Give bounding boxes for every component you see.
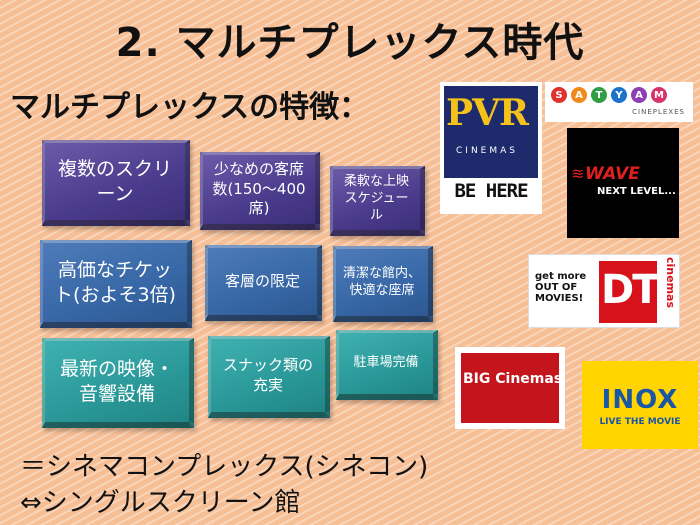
satyam-letter: Y [611, 87, 627, 103]
dt-logo-slogan: get more OUT OF MOVIES! [535, 271, 587, 304]
contrast-line-single-screen: ⇔シングルスクリーン館 [20, 488, 301, 518]
wave-cinemas-logo: ≋ WAVE NEXT LEVEL... [567, 128, 679, 238]
feature-tile-label: 柔軟な上映スケジュール [343, 174, 409, 223]
satyam-letter: T [591, 87, 607, 103]
big-cinemas-logo: BIG Cinemas [455, 347, 565, 429]
slide-subtitle: マルチプレックスの特徴： [10, 90, 370, 125]
feature-tile-label: 最新の映像・音響設備 [59, 357, 174, 405]
feature-tile-label: スナック類の充実 [222, 356, 313, 394]
inox-logo-tagline: LIVE THE MOVIE [599, 417, 681, 427]
dt-logo-block [599, 261, 657, 323]
dt-logo-name: DT [601, 267, 659, 313]
satyam-letter: S [551, 87, 567, 103]
feature-tile-label: 少なめの客席数(150〜400席) [212, 160, 306, 218]
wave-logo-tagline: NEXT LEVEL... [597, 186, 676, 197]
satyam-letter: A [571, 87, 587, 103]
satyam-letter-row: S A T Y A M [551, 87, 667, 103]
inox-logo-name: INOX [601, 385, 679, 415]
feature-tile-label: 高価なチケット(およそ3倍) [54, 258, 176, 306]
feature-tile-latest-av: 最新の映像・音響設備 [42, 338, 194, 428]
feature-tile-label: 複数のスクリーン [57, 157, 172, 205]
feature-tile-parking: 駐車場完備 [336, 330, 438, 400]
feature-tile-multiple-screens: 複数のスクリーン [42, 140, 190, 226]
satyam-logo-sub: CINEPLEXES [632, 108, 685, 116]
feature-tile-flexible-schedule: 柔軟な上映スケジュール [330, 166, 425, 236]
pvr-logo-name: PVR [446, 92, 529, 134]
slide-title: 2. マルチプレックス時代 [115, 20, 585, 66]
satyam-letter: M [651, 87, 667, 103]
big-logo-name: BIG Cinemas [463, 371, 563, 387]
feature-tile-limited-clientele: 客層の限定 [205, 245, 322, 321]
pvr-logo-sub: CINEMAS [456, 146, 518, 156]
feature-tile-label: 客層の限定 [224, 271, 300, 290]
feature-tile-expensive-ticket: 高価なチケット(およそ3倍) [40, 240, 192, 328]
pvr-logo-block [444, 86, 538, 178]
satyam-cineplexes-logo: S A T Y A M CINEPLEXES [545, 82, 693, 122]
dt-logo-vertical: cinemas [664, 257, 677, 309]
satyam-letter: A [631, 87, 647, 103]
feature-tile-snacks: スナック類の充実 [208, 336, 330, 418]
feature-tile-label: 清潔な館内、快適な座席 [342, 265, 421, 298]
feature-tile-label: 駐車場完備 [353, 355, 419, 371]
definition-line-cinecomplex: ＝シネマコンプレックス(シネコン) [20, 452, 429, 482]
wave-logo-mark: ≋ [571, 164, 585, 183]
feature-tile-clean-comfortable: 清潔な館内、快適な座席 [333, 246, 433, 322]
dt-cinemas-logo: get more OUT OF MOVIES! DT cinemas [528, 254, 680, 328]
wave-logo-name: WAVE [585, 164, 640, 184]
pvr-cinemas-logo: PVR CINEMAS BE HERE [440, 82, 542, 214]
feature-tile-seat-count: 少なめの客席数(150〜400席) [200, 152, 320, 230]
pvr-logo-tagline: BE HERE [454, 180, 528, 202]
big-logo-block [461, 353, 559, 423]
inox-logo: INOX LIVE THE MOVIE [582, 361, 698, 449]
